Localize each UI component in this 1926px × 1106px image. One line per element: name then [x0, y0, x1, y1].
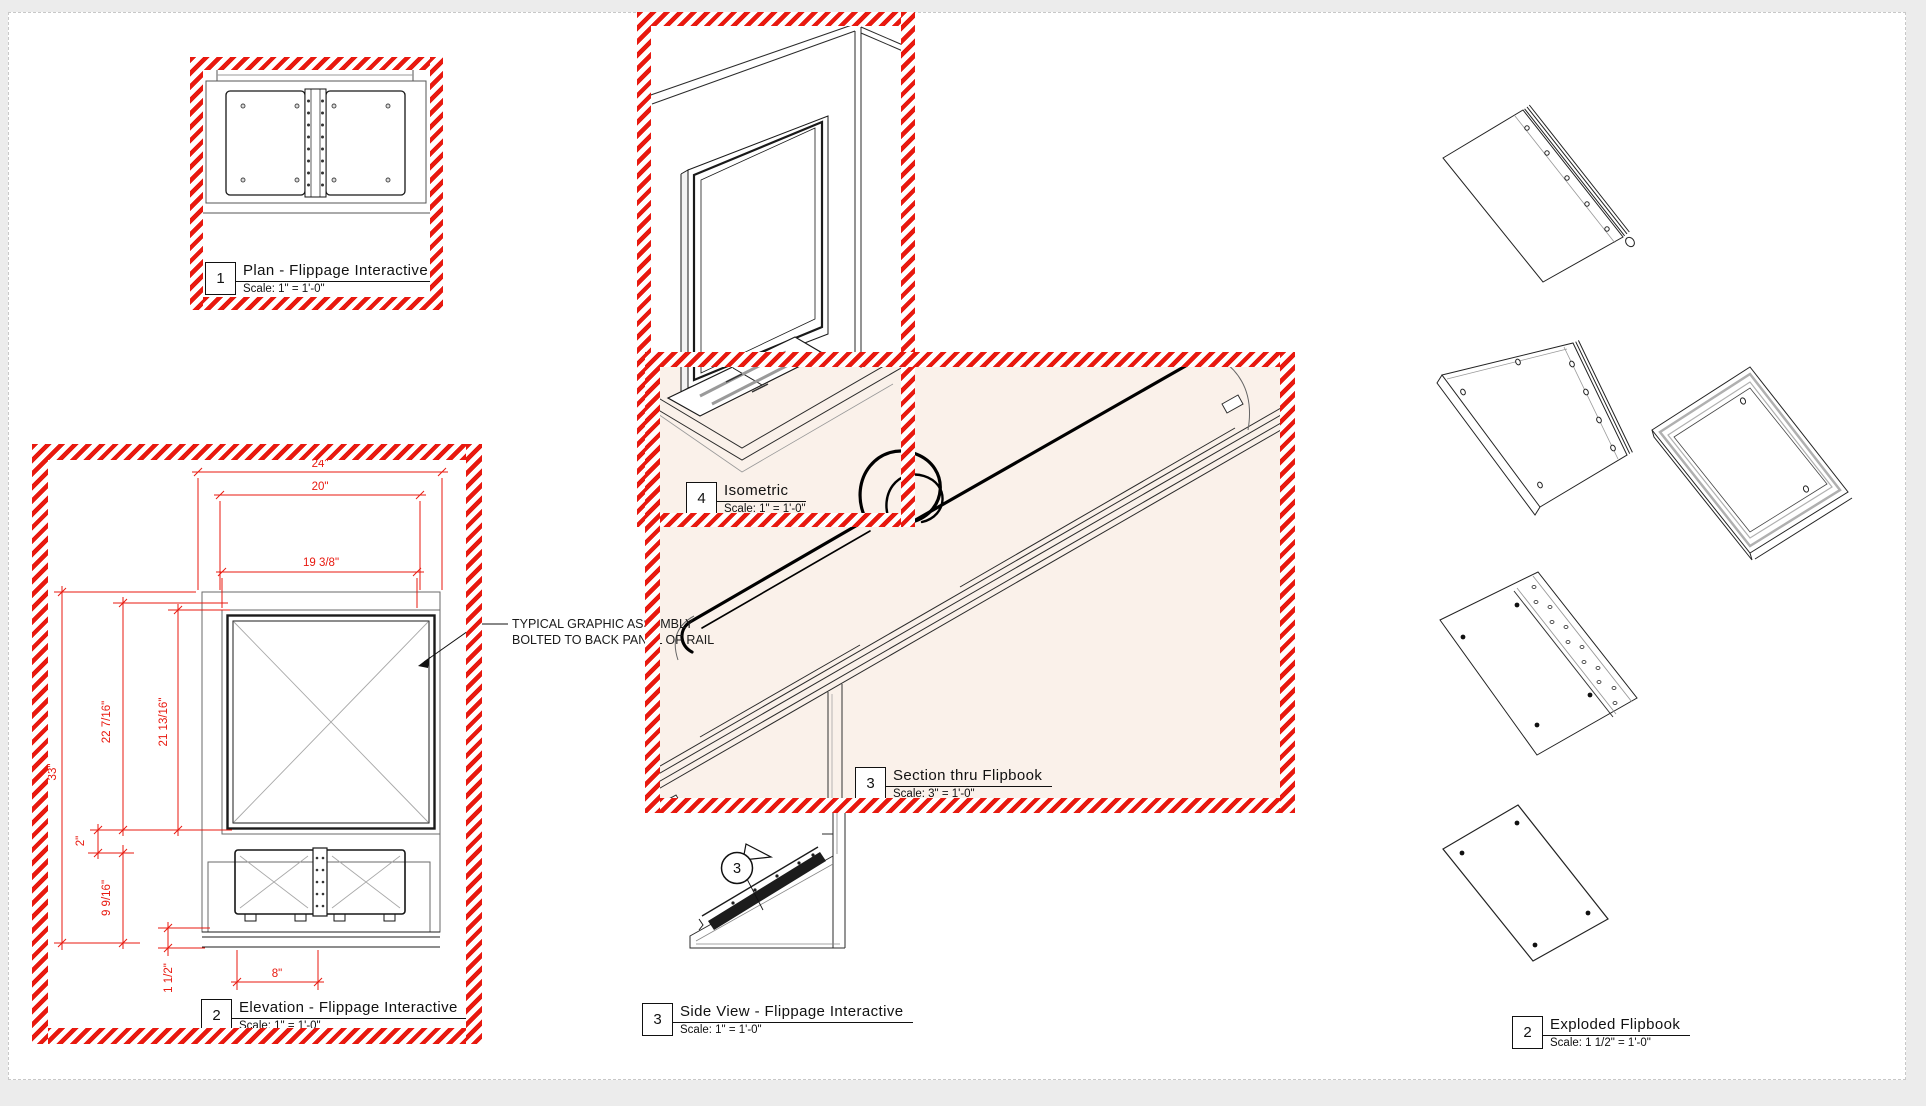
- view-title: Plan - Flippage Interactive: [236, 262, 439, 282]
- hatch-strip: [637, 12, 915, 26]
- hatch-strip: [190, 57, 203, 310]
- view-number-box: 4: [686, 482, 717, 515]
- plan-drawing: [196, 68, 437, 214]
- exploded-part-frame: [1651, 366, 1853, 561]
- view-scale: Scale: 1" = 1'-0": [243, 283, 325, 295]
- detail-callout: 3: [720, 843, 774, 911]
- hatch-strip: [32, 444, 48, 1044]
- detail-callout-number: 3: [733, 861, 741, 877]
- assembly-note: TYPICAL GRAPHIC ASSEMBLY BOLTED TO BACK …: [512, 616, 714, 648]
- hatch-strip: [190, 57, 443, 70]
- dimension-text: 8": [272, 968, 282, 980]
- view-scale: Scale: 3" = 1'-0": [893, 788, 975, 800]
- section-region-fill: [645, 352, 1295, 813]
- hatch-strip: [645, 352, 660, 813]
- hatch-strip: [645, 798, 1295, 813]
- section-view-label: 3 Section thru Flipbook Scale: 3" = 1'-0…: [855, 767, 1053, 800]
- hatch-strip: [1280, 352, 1295, 813]
- dimension-text: 24": [312, 458, 329, 470]
- view-scale: Scale: 1" = 1'-0": [724, 503, 806, 515]
- view-number-box: 3: [855, 767, 886, 800]
- exploded-part-plate: [1442, 804, 1609, 962]
- side-view-label: 3 Side View - Flippage Interactive Scale…: [642, 1003, 914, 1036]
- dimension-text: 9 9/16": [101, 880, 113, 916]
- dimension-text: 1 1/2": [163, 963, 175, 993]
- hatch-strip: [190, 297, 443, 310]
- hatch-strip: [637, 513, 915, 527]
- view-scale: Scale: 1 1/2" = 1'-0": [1550, 1037, 1651, 1049]
- dimension-text: 33": [47, 764, 59, 781]
- view-scale: Scale: 1" = 1'-0": [680, 1024, 762, 1036]
- view-title: Isometric: [717, 482, 806, 502]
- dimension-text: 22 7/16": [101, 701, 113, 743]
- exploded-view-label: 2 Exploded Flipbook Scale: 1 1/2" = 1'-0…: [1512, 1016, 1691, 1049]
- hatch-strip: [645, 352, 1295, 367]
- exploded-drawing: [1436, 104, 1853, 962]
- dimension-text: 20": [312, 481, 329, 493]
- view-title: Section thru Flipbook: [886, 767, 1053, 787]
- view-title: Side View - Flippage Interactive: [673, 1003, 914, 1023]
- hatch-strip: [901, 12, 915, 527]
- hatch-strip: [32, 444, 482, 460]
- dimension-text: 21 13/16": [158, 698, 170, 747]
- plan-view-label: 1 Plan - Flippage Interactive Scale: 1" …: [205, 262, 439, 295]
- hatch-strip: [32, 1028, 482, 1044]
- isometric-view-label: 4 Isometric Scale: 1" = 1'-0": [686, 482, 806, 515]
- hatch-strip: [466, 444, 482, 1044]
- view-number-box: 2: [201, 999, 232, 1032]
- exploded-part-cover: [1442, 104, 1635, 283]
- hatch-strip: [430, 57, 443, 310]
- view-title: Elevation - Flippage Interactive: [232, 999, 468, 1019]
- side-view-drawing: 3: [689, 813, 846, 949]
- exploded-part-tray: [1436, 340, 1633, 516]
- view-number-box: 2: [1512, 1016, 1543, 1049]
- view-number-box: 1: [205, 262, 236, 295]
- section-drawing: [647, 353, 1294, 813]
- dimension-text: 2": [75, 836, 87, 846]
- view-number-box: 3: [642, 1003, 673, 1036]
- view-title: Exploded Flipbook: [1543, 1016, 1691, 1036]
- exploded-part-backplate: [1439, 571, 1638, 756]
- assembly-note-line1: TYPICAL GRAPHIC ASSEMBLY: [512, 617, 694, 631]
- dimension-text: 19 3/8": [303, 557, 339, 569]
- assembly-note-line2: BOLTED TO BACK PANEL OF RAIL: [512, 633, 715, 647]
- elevation-drawing: 24" 20" 19 3/8" 33" 22 7/16" 21 13/16" 2…: [47, 458, 448, 993]
